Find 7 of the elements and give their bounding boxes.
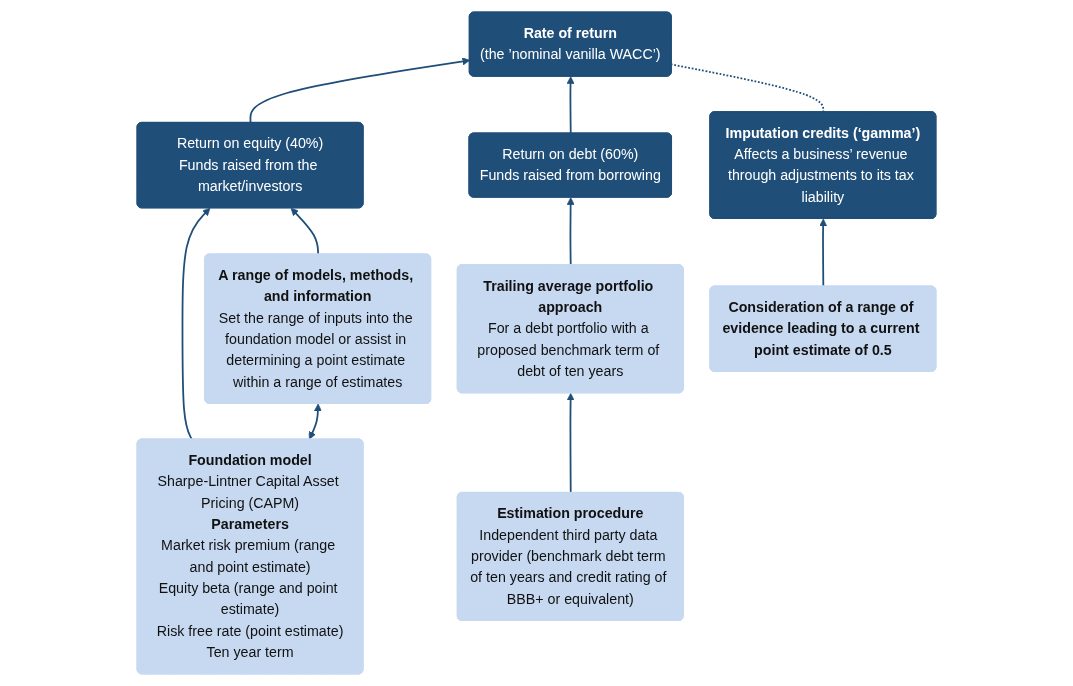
arrow [819, 218, 828, 288]
arrow [566, 76, 575, 135]
arrow [566, 392, 575, 494]
arrow [290, 207, 320, 256]
arrow [181, 207, 211, 441]
arrow [308, 403, 322, 440]
arrow [249, 57, 471, 124]
